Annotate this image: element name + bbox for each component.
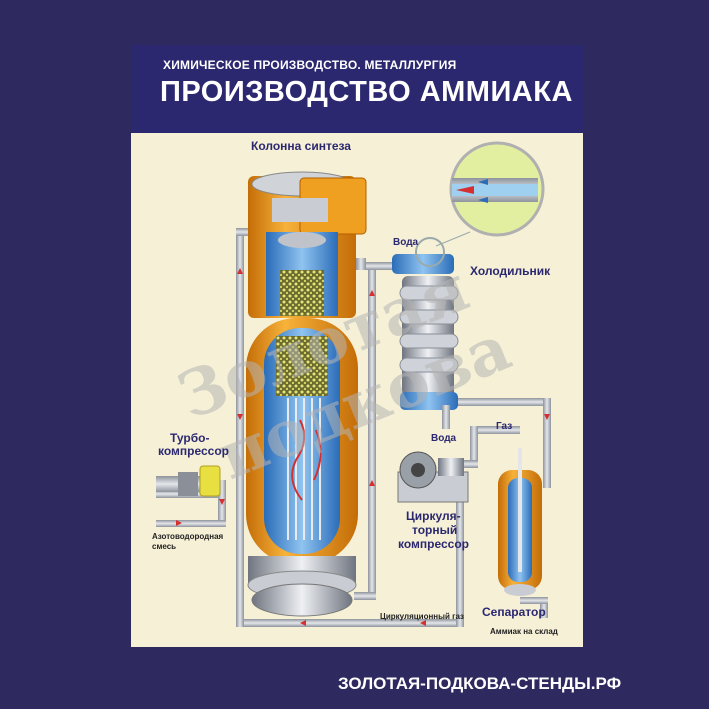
label-water-top: Вода xyxy=(393,237,419,248)
turbo-compressor xyxy=(156,465,221,497)
label-circ-gas: Циркуляционный газ xyxy=(380,612,464,621)
flow-arrows xyxy=(176,268,550,626)
poster-subtitle: ХИМИЧЕСКОЕ ПРОИЗВОДСТВО. МЕТАЛЛУРГИЯ xyxy=(163,58,457,72)
label-separator: Сепаратор xyxy=(482,605,546,619)
label-mixture-line2: смесь xyxy=(152,542,177,551)
label-cooler: Холодильник xyxy=(470,264,551,278)
circulation-compressor xyxy=(397,451,469,503)
label-ammonia-out: Аммиак на склад xyxy=(490,627,558,636)
label-water-bottom: Вода xyxy=(431,433,457,444)
cooler xyxy=(392,254,459,429)
footer-site: ЗОЛОТАЯ-ПОДКОВА-СТЕНДЫ.РФ xyxy=(338,674,622,693)
magnifier-inset xyxy=(415,141,545,267)
poster-title: ПРОИЗВОДСТВО АММИАКА xyxy=(160,76,573,108)
pipeline-network xyxy=(156,228,551,627)
label-circ-line3: компрессор xyxy=(398,537,469,551)
label-turbo-line1: Турбо- xyxy=(170,431,210,445)
label-column: Колонна синтеза xyxy=(251,139,351,153)
label-mixture-line1: Азотоводородная xyxy=(152,532,224,541)
separator xyxy=(498,448,542,596)
title-banner xyxy=(131,45,583,133)
label-turbo-line2: компрессор xyxy=(158,444,229,458)
label-circ-line1: Циркуля- xyxy=(406,509,461,523)
synthesis-column xyxy=(246,171,367,617)
label-circ-line2: торный xyxy=(412,523,458,537)
label-gas: Газ xyxy=(496,421,513,432)
